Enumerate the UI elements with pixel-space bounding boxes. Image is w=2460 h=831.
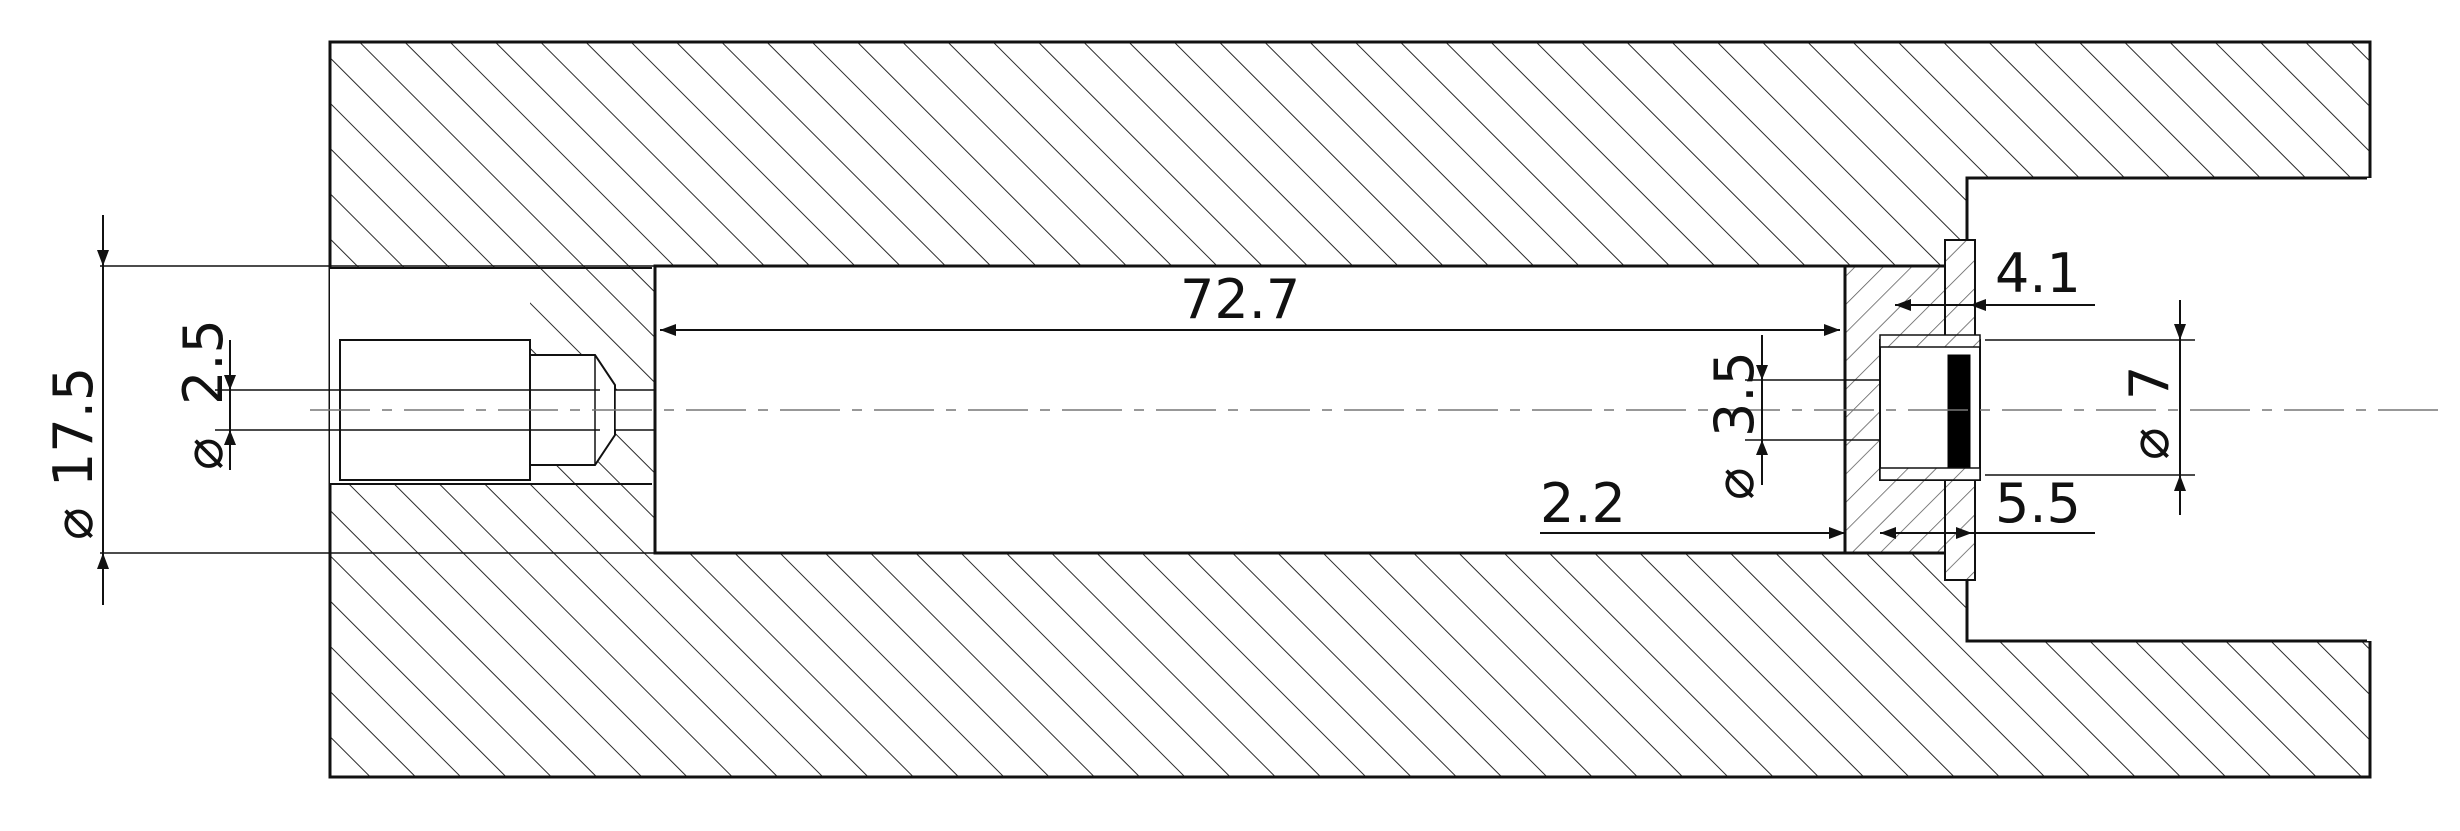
outer-diameter-symbol: ⌀ [42,507,105,540]
insert-depth-label: 5.5 [1995,472,2081,535]
window-diameter-symbol: ⌀ [2118,427,2181,460]
aperture-diameter-symbol: ⌀ [1703,467,1766,500]
dim-insert-depth: 5.5 [1880,472,2095,539]
aperture-offset-label: 2.2 [1540,472,1626,535]
cavity-length-label: 72.7 [1180,268,1300,331]
dim-bore-diameter: ⌀ 2.5 [172,319,600,470]
left-bore [330,267,656,485]
dim-cavity-length: 72.7 [660,268,1840,336]
bore-diameter-label: 2.5 [172,319,235,405]
aperture-diameter-label: 3.5 [1703,351,1766,437]
flange-thickness-label: 4.1 [1995,242,2081,305]
dim-aperture-diameter: ⌀ 3.5 [1703,335,1845,500]
bore-diameter-symbol: ⌀ [172,437,235,470]
dim-flange-thickness: 4.1 [1895,242,2095,311]
dim-aperture-offset: 2.2 [1540,472,1845,539]
outer-diameter-label: 17.5 [42,367,105,487]
window-diameter-label: 7 [2118,366,2181,400]
dim-outer-diameter: ⌀ 17.5 [42,215,655,605]
dim-window-diameter: ⌀ 7 [1985,300,2195,515]
